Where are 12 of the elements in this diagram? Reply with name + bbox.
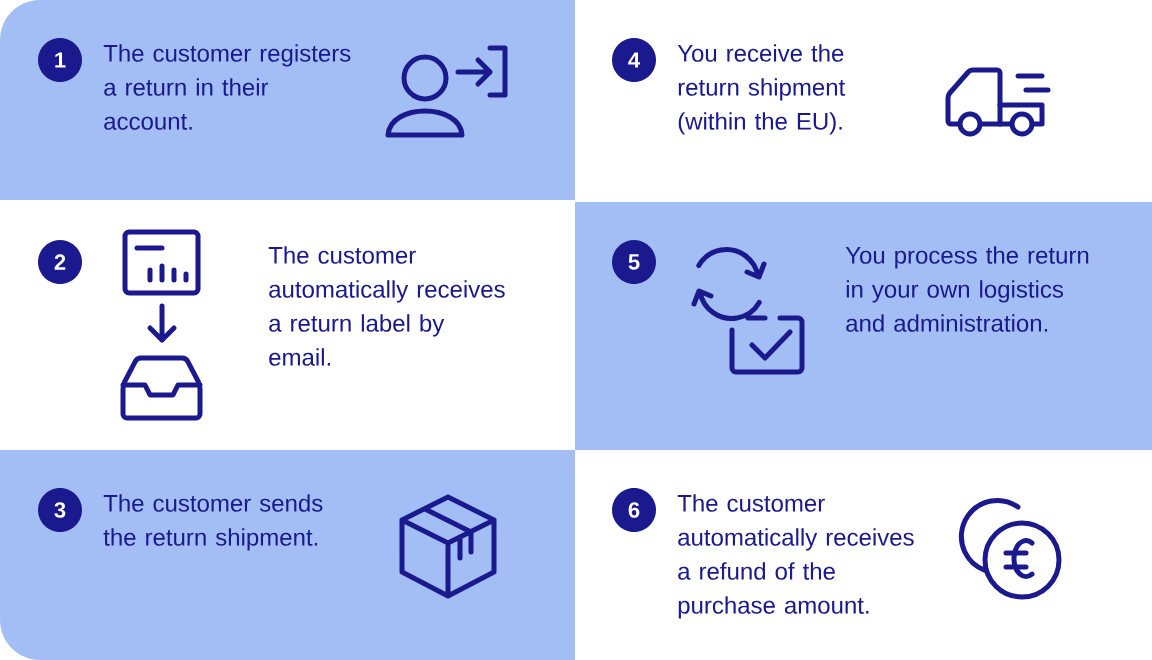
step-number-badge: 5 bbox=[612, 240, 656, 284]
step-description: You receive the return shipment (within the EU). bbox=[677, 44, 846, 135]
step-description: The customer automatically receives a refund of the purchase amount. bbox=[677, 494, 914, 619]
step-number-badge: 4 bbox=[612, 38, 656, 82]
step-description: The customer sends the return shipment. bbox=[103, 494, 323, 551]
step-description: You process the return in your own logistics and administration. bbox=[845, 246, 1089, 332]
step-description: The customer automatically receives a return label by email. bbox=[268, 246, 505, 366]
step-number-badge: 3 bbox=[38, 488, 82, 532]
step-description: The customer registers a return in their account. bbox=[103, 44, 351, 130]
step-number-badge: 1 bbox=[38, 38, 82, 82]
step-number-badge: 6 bbox=[612, 488, 656, 532]
step-number-badge: 2 bbox=[38, 240, 82, 284]
